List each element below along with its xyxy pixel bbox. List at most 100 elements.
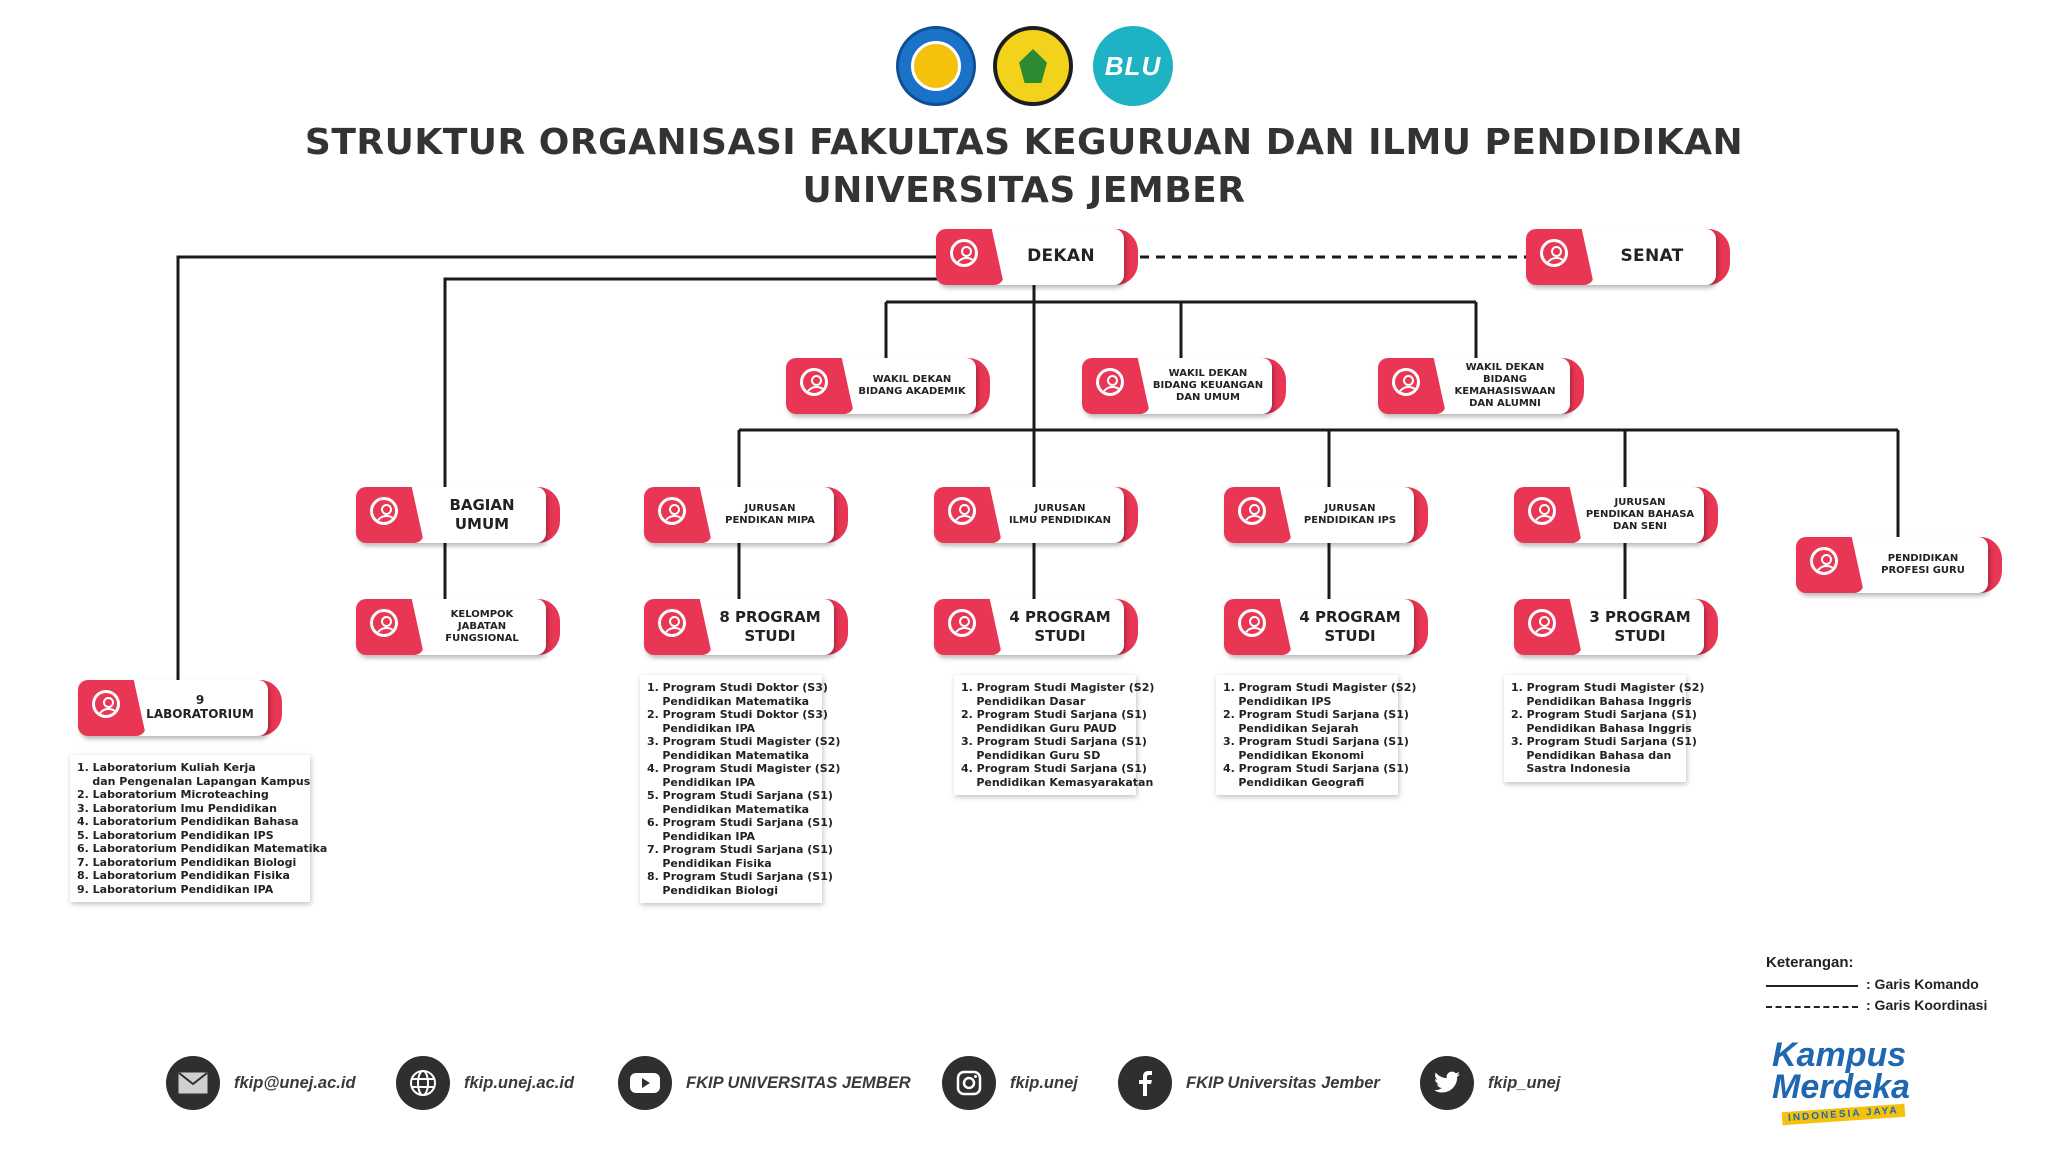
person-icon bbox=[356, 599, 424, 655]
person-icon bbox=[78, 680, 146, 736]
list-item: 1. Laboratorium Kuliah Kerja bbox=[77, 761, 256, 774]
contact-instagram[interactable]: fkip.unej bbox=[942, 1055, 1078, 1111]
list-item: Pendidikan Matematika bbox=[647, 748, 810, 762]
person-icon bbox=[1378, 358, 1446, 414]
node-label: DEKAN bbox=[1027, 246, 1095, 267]
node-prodi-ips[interactable]: 4 PROGRAM STUDI bbox=[1224, 599, 1428, 655]
list-item: 7. Program Studi Sarjana (S1) bbox=[647, 843, 833, 856]
kampus-merdeka-logo: Kampus Merdeka INDONESIA JAYA bbox=[1770, 1038, 1930, 1126]
person-icon bbox=[1514, 599, 1582, 655]
node-wakil-dekan-akademik[interactable]: WAKIL DEKAN BIDANG AKADEMIK bbox=[786, 358, 990, 414]
node-prodi-ilmu-pendidikan[interactable]: 4 PROGRAM STUDI bbox=[934, 599, 1138, 655]
node-kelompok-jabatan-fungsional[interactable]: KELOMPOK JABATAN FUNGSIONAL bbox=[356, 599, 560, 655]
node-label: 4 PROGRAM STUDI bbox=[1009, 608, 1111, 645]
list-item: 2. Program Studi Sarjana (S1) bbox=[1223, 708, 1409, 721]
contact-website[interactable]: fkip.unej.ac.id bbox=[396, 1055, 574, 1111]
contact-youtube[interactable]: FKIP UNIVERSITAS JEMBER bbox=[618, 1055, 911, 1111]
universitas-jember-logo bbox=[993, 26, 1073, 106]
list-item: Pendidikan IPA bbox=[647, 775, 756, 789]
list-item: 2. Program Studi Sarjana (S1) bbox=[1511, 708, 1697, 721]
dashed-line-swatch bbox=[1766, 1006, 1858, 1008]
solid-line-swatch bbox=[1766, 985, 1858, 987]
node-label: SENAT bbox=[1620, 246, 1684, 267]
person-icon bbox=[644, 599, 712, 655]
list-item: Pendidikan IPA bbox=[647, 721, 756, 735]
node-label: 9 LABORATORIUM bbox=[146, 693, 254, 721]
legend-komando-label: : Garis Komando bbox=[1866, 976, 1979, 992]
node-dekan[interactable]: DEKAN bbox=[936, 229, 1138, 285]
list-item: Pendidikan Kemasyarakatan bbox=[961, 775, 1154, 789]
list-item: Pendidikan IPS bbox=[1223, 694, 1332, 708]
youtube-icon bbox=[618, 1056, 672, 1110]
contact-twitter[interactable]: fkip_unej bbox=[1420, 1055, 1560, 1111]
node-label: WAKIL DEKAN BIDANG AKADEMIK bbox=[858, 374, 966, 397]
list-item: Pendidikan Dasar bbox=[961, 694, 1086, 708]
node-prodi-bahasa[interactable]: 3 PROGRAM STUDI bbox=[1514, 599, 1718, 655]
node-pendidikan-profesi-guru[interactable]: PENDIDIKAN PROFESI GURU bbox=[1796, 537, 2002, 593]
person-icon bbox=[936, 229, 1004, 285]
list-item: Pendidikan Geografi bbox=[1223, 775, 1365, 789]
node-label: JURUSAN ILMU PENDIDIKAN bbox=[1008, 503, 1112, 526]
prodi-ips-list: 1. Program Studi Magister (S2) Pendidika… bbox=[1216, 675, 1417, 795]
list-item: 3. Laboratorium Imu Pendidikan bbox=[77, 801, 277, 815]
prodi-bahasa-list: 1. Program Studi Magister (S2) Pendidika… bbox=[1504, 675, 1704, 782]
node-jurusan-ilmu-pendidikan[interactable]: JURUSAN ILMU PENDIDIKAN bbox=[934, 487, 1138, 543]
node-laboratorium[interactable]: 9 LABORATORIUM bbox=[78, 680, 282, 736]
list-item: 2. Laboratorium Microteaching bbox=[77, 788, 269, 801]
person-icon bbox=[1224, 487, 1292, 543]
list-item: Pendidikan Fisika bbox=[647, 856, 772, 870]
list-item: 1. Program Studi Doktor (S3) bbox=[647, 681, 828, 694]
node-wakil-dekan-keuangan[interactable]: WAKIL DEKAN BIDANG KEUANGAN DAN UMUM bbox=[1082, 358, 1286, 414]
person-icon bbox=[644, 487, 712, 543]
person-icon bbox=[1514, 487, 1582, 543]
legend-komando: : Garis Komando bbox=[1766, 976, 2026, 994]
person-icon bbox=[1526, 229, 1594, 285]
list-item: 1. Program Studi Magister (S2) bbox=[961, 681, 1155, 694]
page-title: STRUKTUR ORGANISASI FAKULTAS KEGURUAN DA… bbox=[304, 122, 1744, 163]
list-item: 3. Program Studi Sarjana (S1) bbox=[1223, 735, 1409, 748]
node-jurusan-ips[interactable]: JURUSAN PENDIDIKAN IPS bbox=[1224, 487, 1428, 543]
list-item: 2. Program Studi Doktor (S3) bbox=[647, 708, 828, 721]
list-item: 7. Laboratorium Pendidikan Biologi bbox=[77, 855, 297, 869]
person-icon bbox=[356, 487, 424, 543]
node-label: PENDIDIKAN PROFESI GURU bbox=[1881, 553, 1965, 576]
contact-youtube-text: FKIP UNIVERSITAS JEMBER bbox=[686, 1073, 911, 1092]
node-bagian-umum[interactable]: BAGIAN UMUM bbox=[356, 487, 560, 543]
list-item: 4. Laboratorium Pendidikan Bahasa bbox=[77, 815, 299, 828]
node-wakil-dekan-kemahasiswaan[interactable]: WAKIL DEKAN BIDANG KEMAHASISWAAN DAN ALU… bbox=[1378, 358, 1584, 414]
prodi-mipa-list: 1. Program Studi Doktor (S3) Pendidikan … bbox=[640, 675, 841, 903]
contact-instagram-text: fkip.unej bbox=[1010, 1073, 1078, 1092]
list-item: 4. Program Studi Sarjana (S1) bbox=[961, 762, 1147, 775]
list-item: Pendidikan Guru SD bbox=[961, 748, 1101, 762]
node-label: WAKIL DEKAN BIDANG KEUANGAN DAN UMUM bbox=[1152, 368, 1264, 403]
node-label: JURUSAN PENDIDIKAN IPS bbox=[1303, 503, 1397, 526]
node-jurusan-mipa[interactable]: JURUSAN PENDIKAN MIPA bbox=[644, 487, 848, 543]
page-subtitle: UNIVERSITAS JEMBER bbox=[802, 170, 1246, 211]
list-item: Pendidikan Bahasa dan bbox=[1511, 748, 1672, 762]
line-dekan-to-bagian-umum bbox=[443, 277, 938, 487]
facebook-icon bbox=[1118, 1056, 1172, 1110]
list-item: Pendidikan Matematika bbox=[647, 802, 810, 816]
contact-facebook-text: FKIP Universitas Jember bbox=[1186, 1073, 1380, 1092]
person-icon bbox=[934, 487, 1002, 543]
list-item: 2. Program Studi Sarjana (S1) bbox=[961, 708, 1147, 721]
prodi-ilmu-pendidikan-list: 1. Program Studi Magister (S2) Pendidika… bbox=[954, 675, 1155, 795]
contact-email[interactable]: fkip@unej.ac.id bbox=[166, 1055, 356, 1111]
contact-twitter-text: fkip_unej bbox=[1488, 1073, 1561, 1092]
person-icon bbox=[1082, 358, 1150, 414]
list-item: 3. Program Studi Magister (S2) bbox=[647, 735, 841, 748]
node-senat[interactable]: SENAT bbox=[1526, 229, 1730, 285]
node-prodi-mipa[interactable]: 8 PROGRAM STUDI bbox=[644, 599, 848, 655]
laboratorium-list: 1. Laboratorium Kuliah Kerja dan Pengena… bbox=[70, 755, 328, 902]
list-item: 6. Laboratorium Pendidikan Matematika bbox=[77, 842, 328, 855]
node-jurusan-bahasa-seni[interactable]: JURUSAN PENDIKAN BAHASA DAN SENI bbox=[1514, 487, 1718, 543]
legend-title: Keterangan: bbox=[1766, 954, 1854, 971]
list-item: 1. Program Studi Magister (S2) bbox=[1223, 681, 1417, 694]
person-icon bbox=[786, 358, 854, 414]
contact-facebook[interactable]: FKIP Universitas Jember bbox=[1118, 1055, 1380, 1111]
list-item: Pendidikan Guru PAUD bbox=[961, 721, 1117, 735]
list-item: 3. Program Studi Sarjana (S1) bbox=[1511, 735, 1697, 748]
list-item: 5. Laboratorium Pendidikan IPS bbox=[77, 828, 274, 842]
node-label: 4 PROGRAM STUDI bbox=[1299, 608, 1401, 645]
